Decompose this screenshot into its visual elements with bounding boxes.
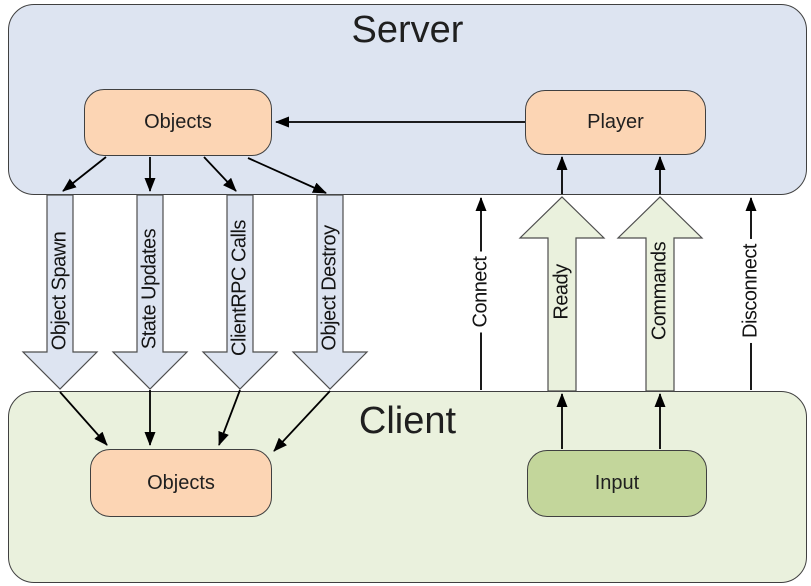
server-title: Server xyxy=(351,9,464,51)
player-label: Player xyxy=(587,111,644,133)
client-objects-label: Objects xyxy=(147,471,215,494)
flow-label-disconnect: Disconnect xyxy=(739,239,763,343)
flow-label-state-updates: State Updates xyxy=(138,228,161,350)
input-node: Input xyxy=(527,450,707,517)
server-objects-node: Objects xyxy=(84,89,272,156)
player-node: Player xyxy=(525,90,706,155)
server-objects-label: Objects xyxy=(144,111,212,133)
flow-label-clientrpc-calls: ClientRPC Calls xyxy=(228,220,251,356)
client-title: Client xyxy=(358,400,457,442)
flow-label-object-destroy: Object Destroy xyxy=(318,225,341,351)
flow-label-connect: Connect xyxy=(469,251,493,333)
input-label: Input xyxy=(594,472,640,494)
flow-label-ready: Ready xyxy=(550,264,573,320)
flow-label-commands: Commands xyxy=(648,241,671,341)
flow-label-object-spawn: Object Spawn xyxy=(48,231,71,351)
client-objects-node: Objects xyxy=(90,449,272,517)
